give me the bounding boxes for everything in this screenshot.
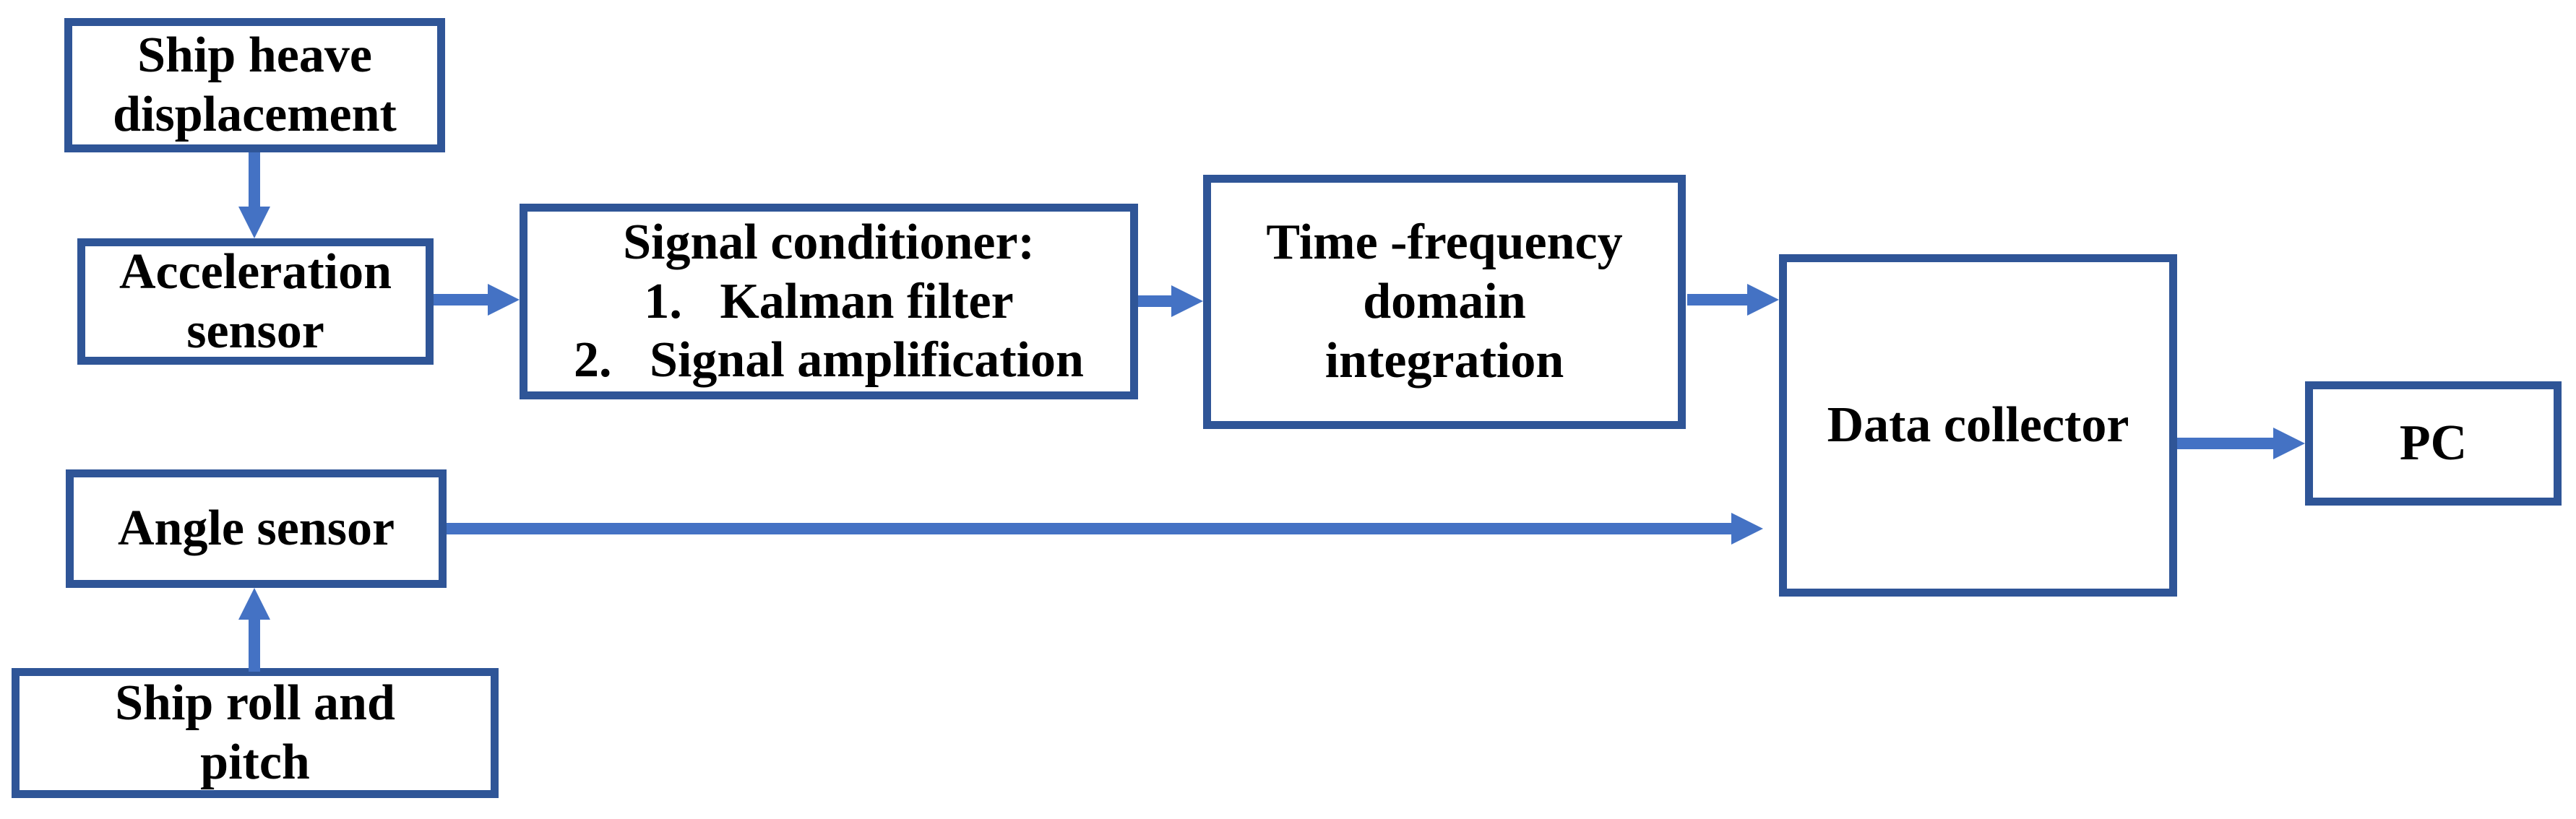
box-angle-sensor: Angle sensor	[66, 469, 447, 588]
box-label: integration	[1324, 332, 1564, 389]
arrow-head-icon	[238, 588, 270, 620]
box-label: Ship roll and	[115, 675, 395, 732]
arrow-shaft	[2177, 438, 2273, 449]
box-label: domain	[1363, 274, 1526, 330]
arrow-acceleration-sensor-to-signal-conditioner	[434, 284, 520, 316]
arrow-ship-heave-to-acceleration-sensor	[238, 152, 270, 238]
box-ship-roll-and-pitch: Ship roll and pitch	[12, 668, 499, 798]
box-label: Ship heave	[137, 27, 372, 84]
arrow-data-collector-to-pc	[2177, 428, 2305, 459]
arrow-head-icon	[1747, 284, 1779, 316]
box-label: Time -frequency	[1266, 214, 1623, 271]
arrow-signal-conditioner-to-time-frequency	[1138, 285, 1203, 317]
box-label: PC	[2399, 415, 2468, 472]
box-label: Angle sensor	[117, 500, 395, 557]
box-pc: PC	[2305, 381, 2562, 506]
box-label: Data collector	[1827, 397, 2129, 454]
arrow-ship-roll-and-pitch-to-angle-sensor	[238, 588, 270, 672]
box-label: displacement	[113, 87, 397, 142]
arrow-shaft	[447, 523, 1731, 534]
box-label: Acceleration	[119, 243, 392, 300]
box-list-item: 2. Signal amplification	[574, 332, 1084, 389]
box-time-frequency-domain-integration: Time -frequency domain integration	[1203, 175, 1686, 429]
box-label: Signal conditioner:	[623, 214, 1035, 270]
arrow-shaft	[249, 620, 260, 672]
box-acceleration-sensor: Acceleration sensor	[77, 238, 434, 365]
arrow-angle-sensor-to-data-collector	[447, 513, 1763, 545]
box-label: pitch	[200, 734, 310, 790]
arrow-shaft	[249, 152, 260, 207]
arrow-time-frequency-to-data-collector	[1687, 284, 1779, 316]
arrow-shaft	[1138, 295, 1171, 307]
box-data-collector: Data collector	[1779, 254, 2177, 597]
arrow-head-icon	[1171, 285, 1203, 317]
arrow-head-icon	[1731, 513, 1763, 545]
box-signal-conditioner: Signal conditioner: 1. Kalman filter 2. …	[520, 204, 1138, 399]
arrow-head-icon	[488, 284, 520, 316]
arrow-shaft	[1687, 294, 1747, 306]
box-label: sensor	[186, 303, 324, 359]
arrow-shaft	[434, 294, 488, 306]
box-ship-heave-displacement: Ship heave displacement	[64, 18, 445, 152]
arrow-head-icon	[238, 207, 270, 238]
arrow-head-icon	[2273, 428, 2305, 459]
box-list-item: 1. Kalman filter	[644, 273, 1014, 329]
